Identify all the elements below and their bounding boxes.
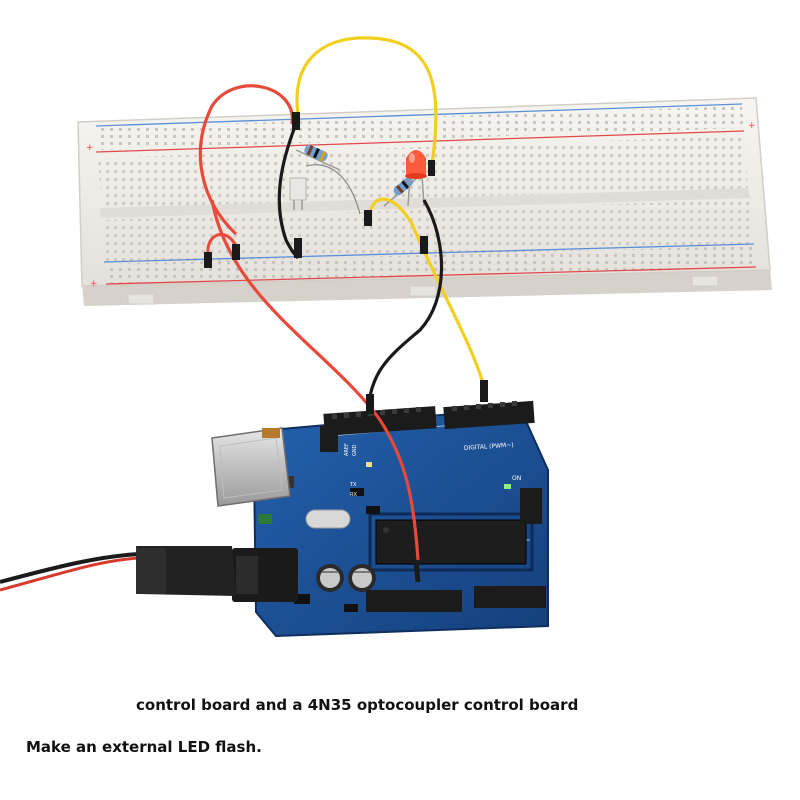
arduino-board: DIGITAL (PWM~) ON AREF GND TX RX [252, 400, 549, 638]
bottom-rail-red-line [105, 266, 757, 285]
black-wire-board-end [413, 559, 421, 583]
svg-text:+: + [86, 143, 94, 153]
wire-pins [204, 112, 488, 414]
label-gnd: GND [352, 444, 358, 456]
label-tx: TX [349, 482, 357, 488]
atmega-chip [375, 519, 527, 565]
black-wire-to-board [366, 199, 444, 413]
analog-header [474, 586, 546, 608]
power-header [366, 590, 462, 612]
crystal [305, 509, 351, 529]
caption-line-2: Make an external LED flash. [26, 738, 262, 756]
breadboard: + + + [77, 97, 772, 306]
bottom-rail-blue-line [103, 243, 755, 263]
red-wire-long [198, 84, 294, 236]
svg-text:+: + [748, 121, 756, 131]
capacitor-2 [348, 564, 376, 592]
top-rail-red-line [95, 130, 745, 153]
svg-text:+: + [90, 279, 98, 289]
power-cable [0, 546, 236, 596]
label-aref: AREF [344, 443, 350, 456]
usb-connector [211, 427, 291, 507]
resistor-left [295, 144, 341, 171]
label-digital: DIGITAL (PWM~) [464, 442, 514, 452]
label-on: ON [512, 475, 521, 482]
label-rx: RX [350, 492, 357, 498]
yellow-wire-top [295, 36, 438, 165]
red-wire-short [206, 233, 238, 255]
circuit-photo: + + + [0, 36, 772, 638]
caption-line-1: control board and a 4N35 optocoupler con… [136, 696, 579, 714]
led [405, 150, 427, 207]
capacitor-1 [316, 564, 344, 592]
optocoupler-4n35 [289, 164, 361, 215]
dc-power-jack [232, 548, 298, 602]
